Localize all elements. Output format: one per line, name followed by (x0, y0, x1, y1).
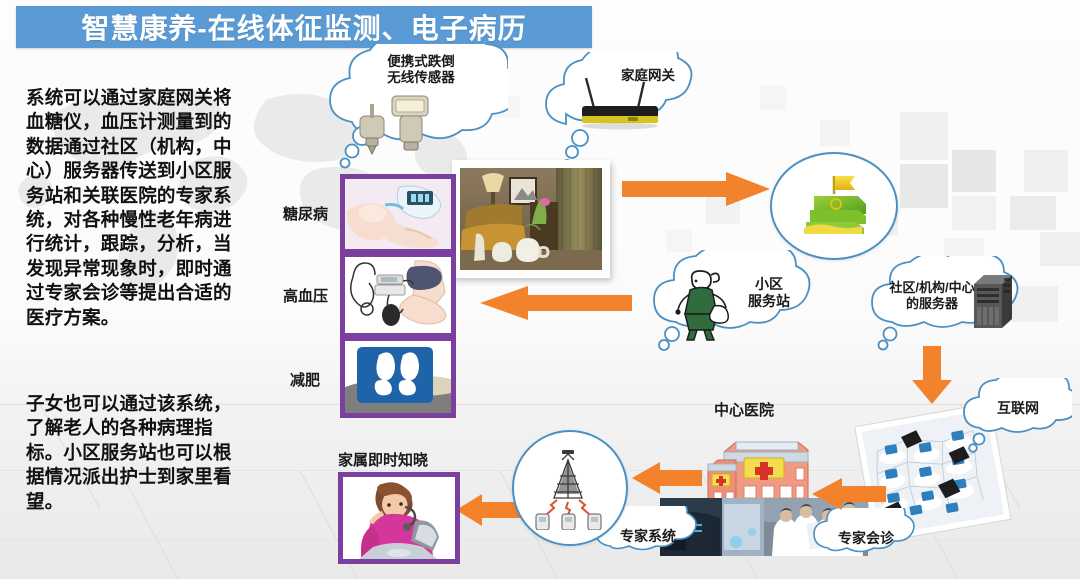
cloud-home-gateway: 家庭网关 (536, 52, 696, 177)
arrow-hospital-to-tower (632, 462, 702, 494)
cloud-internet: 互联网 (960, 378, 1072, 460)
frame-glucose-meter (340, 174, 456, 254)
label-family-notified: 家属即时知晓 (338, 452, 429, 469)
green-data-stack-icon: ¥ (804, 176, 866, 234)
description-paragraph-2: 子女也可以通过该系统，了解老人的各种病理指标。小区服务站也可以根据情况派出护士到… (26, 393, 232, 512)
home-photo-card (452, 160, 610, 278)
cloud-label-community-server: 社区/机构/中心 的服务器 (889, 280, 975, 311)
label-weight-loss: 减肥 (290, 372, 321, 389)
frame-blood-pressure (340, 252, 456, 338)
frame-family-notified (338, 472, 460, 564)
cloud-label-community-service-station: 小区 服务站 (748, 276, 790, 309)
cloud-expert-consultation: 专家会诊 (810, 508, 922, 570)
cloud-portable-fall-sensor: 便携式跌倒 无线传感器 (318, 44, 508, 174)
server-rack-icon (974, 275, 1012, 328)
router-icon (582, 78, 658, 130)
arrow-tower-to-family (456, 494, 522, 526)
motion-sensor-icon (359, 95, 429, 156)
cloud-label-expert-consultation: 专家会诊 (838, 530, 894, 546)
blood-pressure-cuff-photo (345, 257, 451, 333)
nurse-icon (675, 270, 730, 341)
frame-weight-scale (340, 336, 456, 418)
cloud-label-home-gateway: 家庭网关 (621, 68, 675, 83)
page-title: 智慧康养-在线体征监测、电子病历 (16, 6, 592, 48)
label-central-hospital: 中心医院 (714, 402, 775, 419)
arrow-station-to-home (480, 286, 632, 320)
cloud-label-internet: 互联网 (997, 400, 1039, 416)
weight-scale-photo (345, 341, 451, 413)
glucose-meter-photo (345, 179, 451, 249)
cloud-community-service-station: 小区 服务站 (648, 250, 818, 362)
family-member-photo (343, 477, 455, 559)
arrow-home-to-server (622, 172, 770, 206)
svg-text:¥: ¥ (834, 203, 838, 210)
label-diabetes: 糖尿病 (283, 206, 329, 223)
cell-tower-broadcast-icon (535, 450, 602, 530)
cloud-label-portable-fall-sensor: 便携式跌倒 无线传感器 (387, 54, 455, 86)
arrow-server-to-internet (912, 346, 952, 404)
arrow-internet-to-hospital (812, 478, 886, 510)
label-hypertension: 高血压 (283, 288, 329, 305)
description-paragraph-1: 系统可以通过家庭网关将血糖仪，血压计测量到的数据通过社区（机构，中心）服务器传送… (26, 87, 232, 328)
page-title-text: 智慧康养-在线体征监测、电子病历 (81, 13, 527, 44)
cloud-community-server: 社区/机构/中心 的服务器 (866, 256, 1030, 360)
cloud-label-expert-system: 专家系统 (620, 528, 676, 544)
living-room-photo (460, 168, 602, 270)
